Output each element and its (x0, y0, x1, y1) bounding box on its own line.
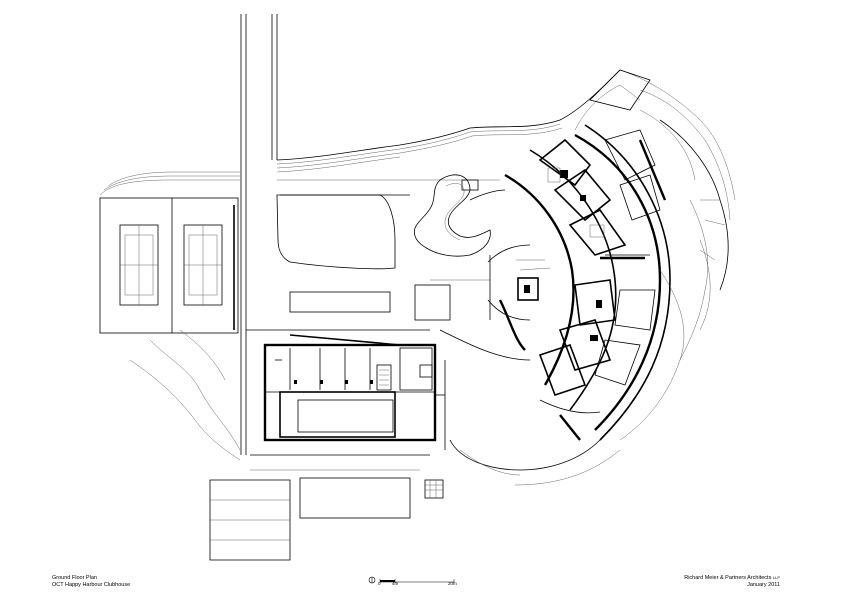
north-road (240, 14, 278, 330)
entry-plaza (246, 179, 500, 331)
firm-name: Richard Meier & Partners Architects (684, 575, 772, 581)
credit-block: Richard Meier & Partners Architects LLP … (684, 575, 780, 588)
clubhouse-arc-wing (439, 124, 671, 441)
outer-landscape (449, 69, 726, 486)
tennis-courts (99, 197, 239, 334)
lower-building (263, 334, 446, 450)
firm-line: Richard Meier & Partners Architects LLP (684, 575, 780, 582)
pond (413, 174, 491, 257)
title-block: Ground Floor Plan OCT Happy Harbour Club… (52, 575, 130, 588)
coastline-contours (99, 69, 736, 361)
south-landscape (129, 329, 521, 561)
scale-bar: 0 4m 20m (368, 573, 458, 589)
drawing-title: Ground Floor Plan (52, 575, 97, 581)
lower-radial-rooms (498, 279, 656, 441)
firm-suffix: LLP (772, 575, 780, 580)
scale-label-mid: 4m (392, 581, 399, 586)
upper-radial-rooms (538, 129, 667, 260)
drawing-date: January 2011 (747, 581, 780, 588)
project-name: OCT Happy Harbour Clubhouse (52, 581, 131, 588)
scale-label-zero: 0 (378, 581, 381, 586)
scale-label-end: 20m (448, 581, 457, 586)
scale-bar-graphic (368, 576, 455, 584)
